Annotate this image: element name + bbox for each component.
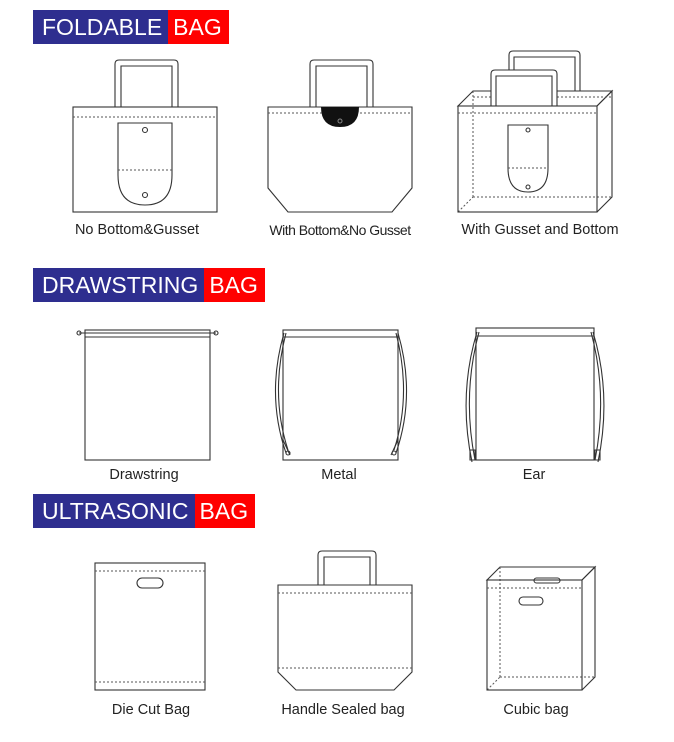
label-die-cut-bag: Die Cut Bag [111, 702, 191, 718]
bag-with-bottom-no-gusset [267, 59, 413, 213]
title-main: ULTRASONIC [33, 494, 195, 528]
title-main: DRAWSTRING [33, 268, 205, 302]
bag-metal [274, 329, 408, 461]
bag-with-gusset-and-bottom [456, 50, 614, 213]
bag-ear [465, 327, 605, 463]
label-ear: Ear [522, 467, 546, 483]
bag-handle-sealed [277, 550, 413, 691]
label-with-bottom-no-gusset: With Bottom&No Gusset [269, 222, 411, 238]
label-drawstring: Drawstring [109, 467, 179, 483]
bag-drawstring [76, 329, 219, 461]
title-main: FOLDABLE [33, 10, 169, 44]
title-accent: BAG [194, 494, 256, 528]
bag-die-cut [94, 562, 206, 691]
label-cubic-bag: Cubic bag [503, 702, 569, 718]
bag-no-bottom-gusset [72, 59, 218, 213]
title-accent: BAG [168, 10, 229, 44]
label-handle-sealed-bag: Handle Sealed bag [281, 702, 405, 718]
label-with-gusset-and-bottom: With Gusset and Bottom [461, 222, 619, 238]
title-accent: BAG [204, 268, 265, 302]
label-metal: Metal [321, 467, 357, 483]
bag-cubic [485, 565, 597, 691]
label-no-bottom-gusset: No Bottom&Gusset [74, 222, 200, 238]
